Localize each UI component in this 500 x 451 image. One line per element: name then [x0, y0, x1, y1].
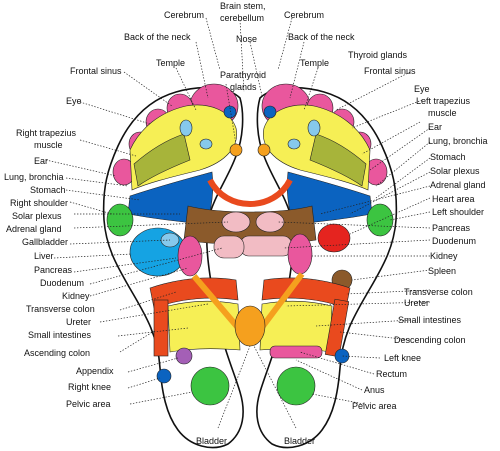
pelvic-left: [190, 366, 230, 406]
label-liver: Liver: [34, 251, 54, 261]
transverse-colon-left: [149, 277, 239, 309]
label-eye-left: Eye: [66, 96, 82, 106]
label-bladder-right: Bladder: [284, 436, 315, 446]
duodenum-pink: [213, 235, 245, 259]
label-heart-area: Heart area: [432, 194, 475, 204]
label-kidney-right: Kidney: [430, 251, 458, 261]
transverse-colon-right: [261, 277, 351, 309]
label-thyroid: Thyroid glands: [348, 50, 408, 60]
label-stomach-right: Stomach: [430, 152, 466, 162]
label-spleen: Spleen: [428, 266, 456, 276]
label-rectum: Rectum: [376, 369, 407, 379]
nose-right: [263, 105, 277, 119]
label-ureter-left: Ureter: [66, 317, 91, 327]
label-frontal-sinus-left: Frontal sinus: [70, 66, 122, 76]
knee-right: [334, 348, 350, 364]
label-small-intestines-right: Small intestines: [398, 315, 462, 325]
label-left-knee: Left knee: [384, 353, 421, 363]
label-cerebellum: cerebellum: [220, 13, 264, 23]
label-solar-plexus-left: Solar plexus: [12, 211, 62, 221]
pancreas-pink: [239, 235, 293, 257]
leader-lines: [45, 17, 431, 429]
label-eye-right: Eye: [414, 84, 430, 94]
descending-colon: [324, 298, 350, 358]
trapezius-olive-left: [133, 133, 191, 187]
label-duodenum-right: Duodenum: [432, 236, 476, 246]
label-right-trapezius: Right trapezius: [16, 128, 77, 138]
small-intestines-right: [259, 300, 333, 353]
kidney-right: [287, 233, 313, 275]
label-transverse-colon-right: Transverse colon: [404, 287, 473, 297]
label-kidney-left: Kidney: [62, 291, 90, 301]
label-pelvic-right: Pelvic area: [352, 401, 397, 411]
label-solar-plexus-right: Solar plexus: [430, 166, 480, 176]
label-cerebrum-right: Cerebrum: [284, 10, 324, 20]
label-ear-right: Ear: [428, 122, 442, 132]
bladder: [234, 305, 266, 347]
label-lung-left: Lung, bronchia: [4, 172, 64, 182]
label-temple-right: Temple: [300, 58, 329, 68]
label-pancreas-right: Pancreas: [432, 223, 471, 233]
label-adrenal-left: Adrenal gland: [6, 224, 62, 234]
label-adrenal-right: Adrenal gland: [430, 180, 486, 190]
label-pancreas-left: Pancreas: [34, 265, 73, 275]
ascending-colon: [153, 299, 169, 357]
label-transverse-colon-left: Transverse colon: [26, 304, 95, 314]
label-parathyroid-2: glands: [230, 82, 257, 92]
label-left-trapezius: Left trapezius: [416, 96, 471, 106]
ureter-right: [257, 272, 305, 332]
label-ascending-colon: Ascending colon: [24, 348, 90, 358]
label-right-shoulder: Right shoulder: [10, 198, 68, 208]
ear-spot-left: [199, 138, 213, 150]
label-left-shoulder: Left shoulder: [432, 207, 484, 217]
small-intestines-left: [167, 300, 241, 353]
kidney-left: [177, 235, 203, 277]
knee-left: [156, 368, 172, 384]
label-appendix: Appendix: [76, 366, 114, 376]
label-back-neck-left: Back of the neck: [124, 32, 191, 42]
pelvic-right: [276, 366, 316, 406]
foot-diagram: [102, 83, 398, 449]
label-cerebrum-left: Cerebrum: [164, 10, 204, 20]
heart-area: [317, 223, 351, 253]
label-temple-left: Temple: [156, 58, 185, 68]
label-frontal-sinus-right: Frontal sinus: [364, 66, 416, 76]
label-pelvic-left: Pelvic area: [66, 399, 111, 409]
eye-spot-left: [179, 119, 193, 137]
trapezius-olive-right: [309, 133, 367, 187]
shoulder-right: [366, 203, 394, 237]
label-ureter-right: Ureter: [404, 298, 429, 308]
label-right-knee: Right knee: [68, 382, 111, 392]
label-gallbladder: Gallbladder: [22, 237, 68, 247]
adrenal-left: [221, 211, 251, 233]
label-duodenum-left: Duodenum: [40, 278, 84, 288]
label-left-trapezius-2: muscle: [428, 108, 457, 118]
ureter-left: [191, 274, 243, 332]
label-small-intestines-left: Small intestines: [28, 330, 92, 340]
shoulder-left: [106, 203, 134, 237]
label-stomach-left: Stomach: [30, 185, 66, 195]
label-back-neck-right: Back of the neck: [288, 32, 355, 42]
adrenal-right: [255, 211, 285, 233]
ear-spot-right: [287, 138, 301, 150]
label-lung-right: Lung, bronchia: [428, 136, 488, 146]
label-parathyroid: Parathyroid: [220, 70, 266, 80]
parathyroid-right: [257, 143, 271, 157]
label-bladder-left: Bladder: [196, 436, 227, 446]
rectum: [269, 345, 323, 359]
label-nose: Nose: [236, 34, 257, 44]
eye-spot-right: [307, 119, 321, 137]
diaphragm-line: [207, 178, 293, 207]
label-right-trapezius-2: muscle: [34, 140, 63, 150]
label-anus: Anus: [364, 385, 385, 395]
label-descending-colon: Descending colon: [394, 335, 466, 345]
appendix: [175, 347, 193, 365]
label-ear-left: Ear: [34, 156, 48, 166]
liver: [129, 227, 187, 277]
parathyroid-left: [229, 143, 243, 157]
label-brain-stem: Brain stem,: [220, 1, 266, 11]
